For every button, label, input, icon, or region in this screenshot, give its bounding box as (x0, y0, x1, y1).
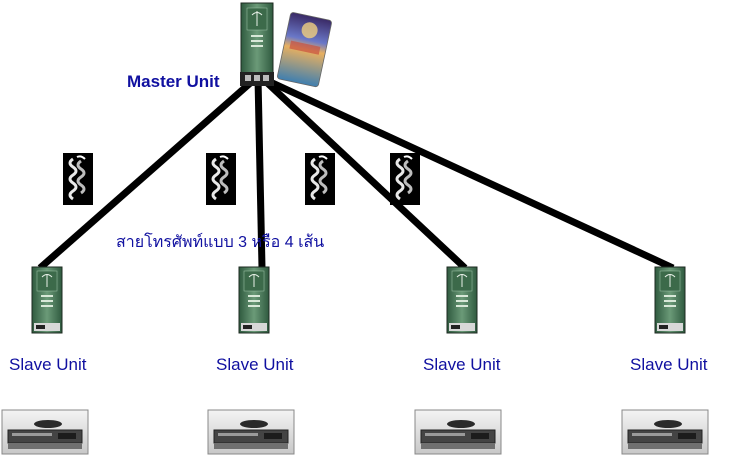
set-top-box-icon (621, 409, 709, 455)
connector-lines (37, 75, 675, 272)
connector-line-1 (37, 75, 259, 271)
slave-unit-icon (654, 266, 686, 334)
coiled-cable-icon (204, 151, 238, 207)
master-unit-icon (240, 2, 274, 74)
coiled-cable-icon (303, 151, 337, 207)
slave-unit-label-2: Slave Unit (216, 355, 294, 374)
master-connector-hub (240, 72, 274, 86)
coiled-cable-icon (388, 151, 422, 207)
slave-unit-icon (238, 266, 270, 334)
connector-line-4 (264, 76, 675, 272)
connector-line-3 (259, 75, 468, 271)
set-top-box-icon (1, 409, 89, 455)
slave-unit-label-3: Slave Unit (423, 355, 501, 374)
master-unit-label: Master Unit (127, 72, 220, 91)
set-top-box-icon (207, 409, 295, 455)
coiled-cable-icon (61, 151, 95, 207)
set-top-box-icon (414, 409, 502, 455)
slave-unit-label-4: Slave Unit (630, 355, 708, 374)
cable-description-label: สายโทรศัพท์แบบ 3 หรือ 4 เส้น (116, 234, 325, 251)
slave-unit-label-1: Slave Unit (9, 355, 87, 374)
connector-line-2 (254, 77, 266, 269)
slave-unit-icon (31, 266, 63, 334)
smart-card-icon (277, 12, 332, 88)
slave-unit-icon (446, 266, 478, 334)
